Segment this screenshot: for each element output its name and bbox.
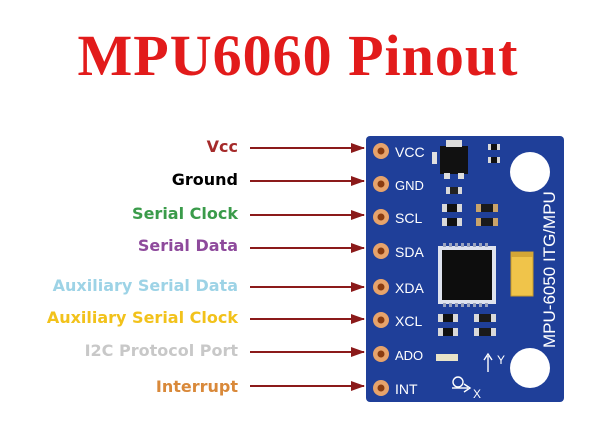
pin-text-gnd: GND [395, 178, 424, 193]
label-interrupt: Interrupt [155, 377, 238, 396]
label-aux-serial-clock: Auxiliary Serial Clock [46, 308, 238, 327]
board-name: MPU-6050 ITG/MPU [540, 191, 559, 348]
mounting-hole-bottom [510, 348, 550, 388]
pin-arrows [250, 143, 365, 391]
pin-text-scl: SCL [395, 210, 422, 226]
pin-text-xcl: XCL [395, 313, 422, 329]
axis-x-label: X [473, 387, 481, 401]
smd-components [432, 144, 500, 361]
label-serial-data: Serial Data [137, 236, 238, 255]
pin-pads [373, 143, 389, 396]
axis-y-label: Y [497, 353, 505, 367]
mpu-chip [438, 243, 496, 307]
pin-text-sda: SDA [395, 244, 424, 260]
pin-text-ado: ADO [395, 348, 423, 363]
mounting-hole-top [510, 152, 550, 192]
label-serial-clock: Serial Clock [132, 204, 238, 223]
mpu-board: VCC GND SCL SDA XDA XCL ADO INT [366, 136, 564, 402]
pin-text-xda: XDA [395, 280, 424, 296]
regulator-chip [440, 146, 468, 174]
pin-text-vcc: VCC [395, 144, 425, 160]
label-ground: Ground [171, 170, 238, 189]
pin-text-int: INT [395, 381, 418, 397]
axis-indicator [452, 352, 493, 393]
label-aux-serial-data: Auxiliary Serial Data [52, 276, 238, 295]
label-i2c-port: I2C Protocol Port [84, 341, 238, 360]
label-vcc: Vcc [206, 137, 238, 156]
page-title: MPU6060 Pinout [77, 23, 519, 88]
tantalum-capacitor [510, 251, 534, 297]
